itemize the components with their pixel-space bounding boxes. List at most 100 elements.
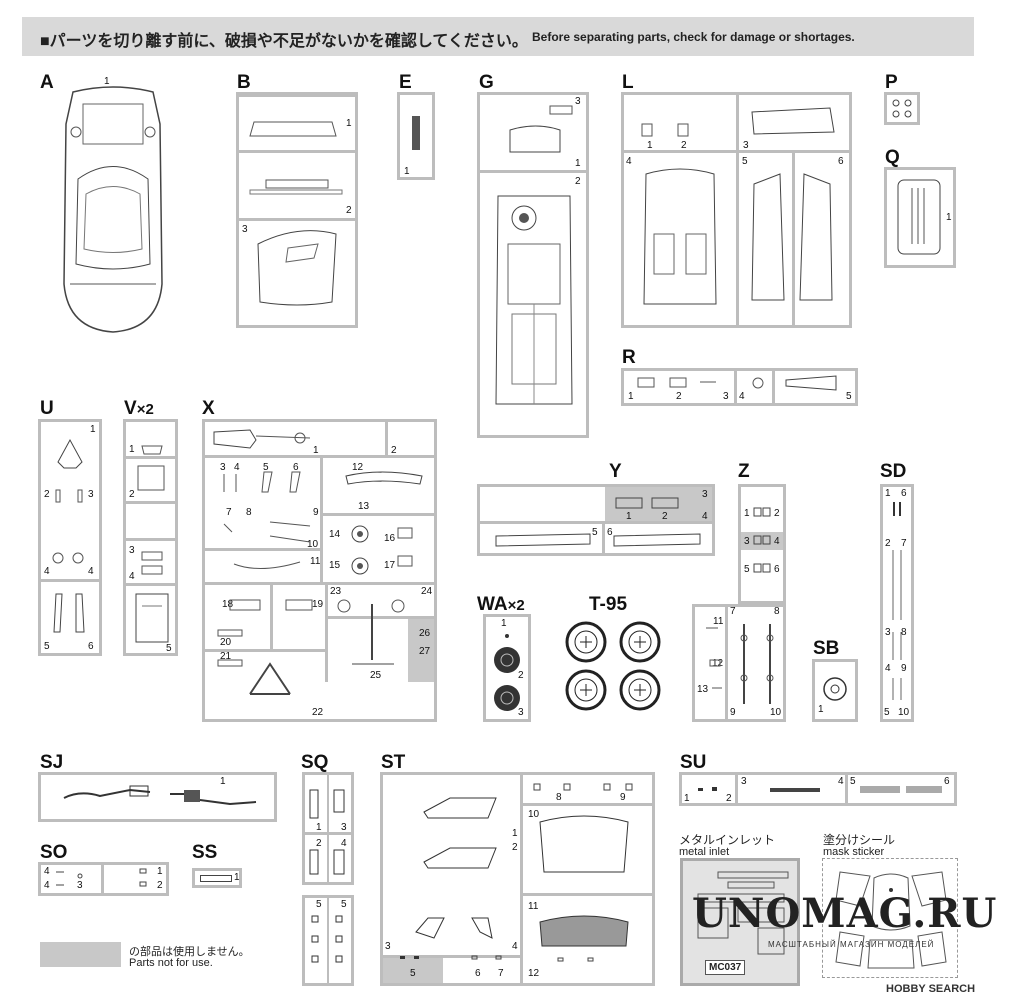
part-number: 4 xyxy=(129,571,135,582)
part-number: 3 xyxy=(242,224,248,235)
part-number: 4 xyxy=(739,391,745,402)
divider xyxy=(126,501,175,504)
sprue-sd-parts-drawing xyxy=(892,502,902,700)
part-number: 4 xyxy=(88,566,94,577)
part-number: 4 xyxy=(702,511,708,522)
divider xyxy=(126,583,175,586)
part-number: 26 xyxy=(419,628,431,639)
sprue-label-sj: SJ xyxy=(40,752,64,773)
part-number: 1 xyxy=(90,424,96,435)
part-number: 2 xyxy=(518,670,524,681)
part-number: 9 xyxy=(620,792,626,803)
sprue-su-parts-drawing xyxy=(698,786,942,793)
divider xyxy=(321,513,434,516)
part-number: 12 xyxy=(352,462,364,473)
part-number: 2 xyxy=(774,508,780,519)
sprue-label-g: G xyxy=(479,72,494,93)
header-jp-text: ■パーツを切り離す前に、破損や不足がないかを確認してください。 xyxy=(40,33,528,50)
part-number: 16 xyxy=(384,533,396,544)
sprue-u-parts-drawing xyxy=(52,438,85,633)
part-number: 4 xyxy=(885,663,891,674)
part-number: 1 xyxy=(346,118,352,129)
part-number: 5 xyxy=(846,391,852,402)
mask-sticker-en-caption: mask sticker xyxy=(823,846,885,858)
part-number: 4 xyxy=(838,776,844,787)
divider xyxy=(325,582,328,682)
sprue-b-parts-drawing xyxy=(249,121,343,306)
part-number: 4 xyxy=(44,866,50,877)
part-number: 6 xyxy=(607,527,613,538)
divider xyxy=(725,607,728,719)
part-number: 4 xyxy=(44,880,50,891)
divider xyxy=(320,455,323,583)
divider xyxy=(520,775,523,983)
header-en-text: Before separating parts, check for damag… xyxy=(532,30,855,44)
part-number: 11 xyxy=(528,901,539,912)
part-number: 24 xyxy=(421,586,433,597)
metal-inlet-code: MC037 xyxy=(705,960,746,975)
mask-sticker-shapes-drawing xyxy=(835,871,947,969)
sprue-label-l: L xyxy=(622,72,634,93)
unused-parts-area xyxy=(383,958,443,983)
divider xyxy=(327,898,329,983)
part-number: 13 xyxy=(697,684,709,695)
part-number: 8 xyxy=(774,606,780,617)
divider xyxy=(327,775,329,882)
part-number: 10 xyxy=(307,539,319,550)
part-number: 3 xyxy=(575,96,581,107)
part-number: 3 xyxy=(129,545,135,556)
divider xyxy=(305,832,351,835)
interior-tub-drawing xyxy=(495,105,573,405)
sprue-p-frame xyxy=(884,92,920,125)
part-number: 9 xyxy=(730,707,736,718)
part-number: 1 xyxy=(946,212,952,223)
part-number: 10 xyxy=(528,809,540,820)
sprue-label-sq: SQ xyxy=(301,752,329,773)
part-number: 3 xyxy=(723,391,729,402)
part-number: 3 xyxy=(744,536,750,547)
part-number: 1 xyxy=(818,704,824,715)
sprue-label-sb: SB xyxy=(813,638,840,659)
part-number: 2 xyxy=(391,445,397,456)
divider xyxy=(735,775,738,803)
divider xyxy=(385,422,388,458)
part-number: 6 xyxy=(901,488,907,499)
part-number: 7 xyxy=(498,968,504,979)
part-number: 5 xyxy=(44,641,50,652)
part-number: 22 xyxy=(312,707,324,718)
part-number: 23 xyxy=(330,586,342,597)
part-number: 5 xyxy=(316,899,322,910)
sprue-sd-frame xyxy=(880,484,914,722)
part-e1 xyxy=(412,116,420,150)
part-number: 1 xyxy=(404,166,410,177)
part-number: 2 xyxy=(885,538,891,549)
part-number: 2 xyxy=(662,511,668,522)
part-number: 1 xyxy=(157,866,163,877)
part-number: 5 xyxy=(592,527,598,538)
part-number: 12 xyxy=(528,968,540,979)
hobby-search-logo: HOBBY SEARCH xyxy=(886,983,976,995)
sprue-sq-parts-drawing xyxy=(309,789,345,875)
part-number: 4 xyxy=(774,536,780,547)
part-number: 7 xyxy=(226,507,232,518)
part-number: 4 xyxy=(341,838,347,849)
part-number: 1 xyxy=(647,140,653,151)
part-number: 13 xyxy=(358,501,370,512)
part-number: 3 xyxy=(341,822,347,833)
metal-inlet-parts-drawing xyxy=(697,871,789,955)
divider xyxy=(126,538,175,541)
divider xyxy=(239,95,355,97)
divider xyxy=(523,893,652,896)
part-number: 1 xyxy=(501,618,507,629)
part-number: 3 xyxy=(77,880,83,891)
divider xyxy=(325,616,434,619)
part-number: 2 xyxy=(726,793,732,804)
part-number: 5 xyxy=(263,462,269,473)
part-number: 12 xyxy=(712,658,724,669)
part-number: 4 xyxy=(44,566,50,577)
sprue-sb-frame xyxy=(812,659,858,722)
divider xyxy=(205,455,434,458)
divider xyxy=(523,803,652,806)
sprue-label-u: U xyxy=(40,398,54,419)
sprue-label-r: R xyxy=(622,347,636,368)
